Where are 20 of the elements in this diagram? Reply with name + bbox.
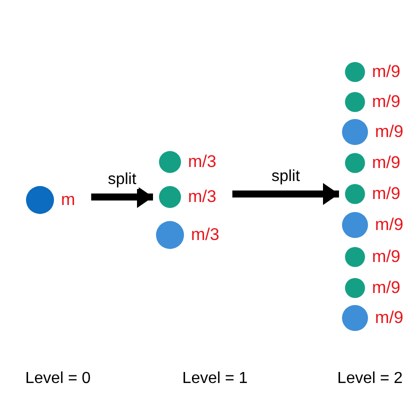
mass-label: m/9 (372, 92, 400, 112)
level-label: Level = 1 (182, 370, 248, 388)
mass-label: m/9 (372, 184, 400, 204)
mass-label: m/9 (375, 308, 404, 328)
mass-label: m/9 (372, 247, 400, 267)
mass-label: m/9 (372, 278, 400, 298)
level-label: Level = 2 (337, 370, 403, 388)
mass-label: m/9 (375, 122, 404, 142)
level-label: Level = 0 (25, 370, 91, 388)
mass-label: m/9 (372, 153, 400, 173)
mass-label: m/3 (191, 225, 220, 245)
mass-label: m/3 (188, 187, 216, 207)
mass-label: m/9 (375, 215, 404, 235)
edge-label: split (269, 168, 302, 186)
edge-label: split (106, 171, 138, 189)
mass-label: m (61, 190, 76, 210)
mass-label: m/9 (372, 62, 400, 82)
arrow (232, 183, 339, 205)
arrow (91, 186, 153, 208)
mass-label: m/3 (188, 152, 216, 172)
